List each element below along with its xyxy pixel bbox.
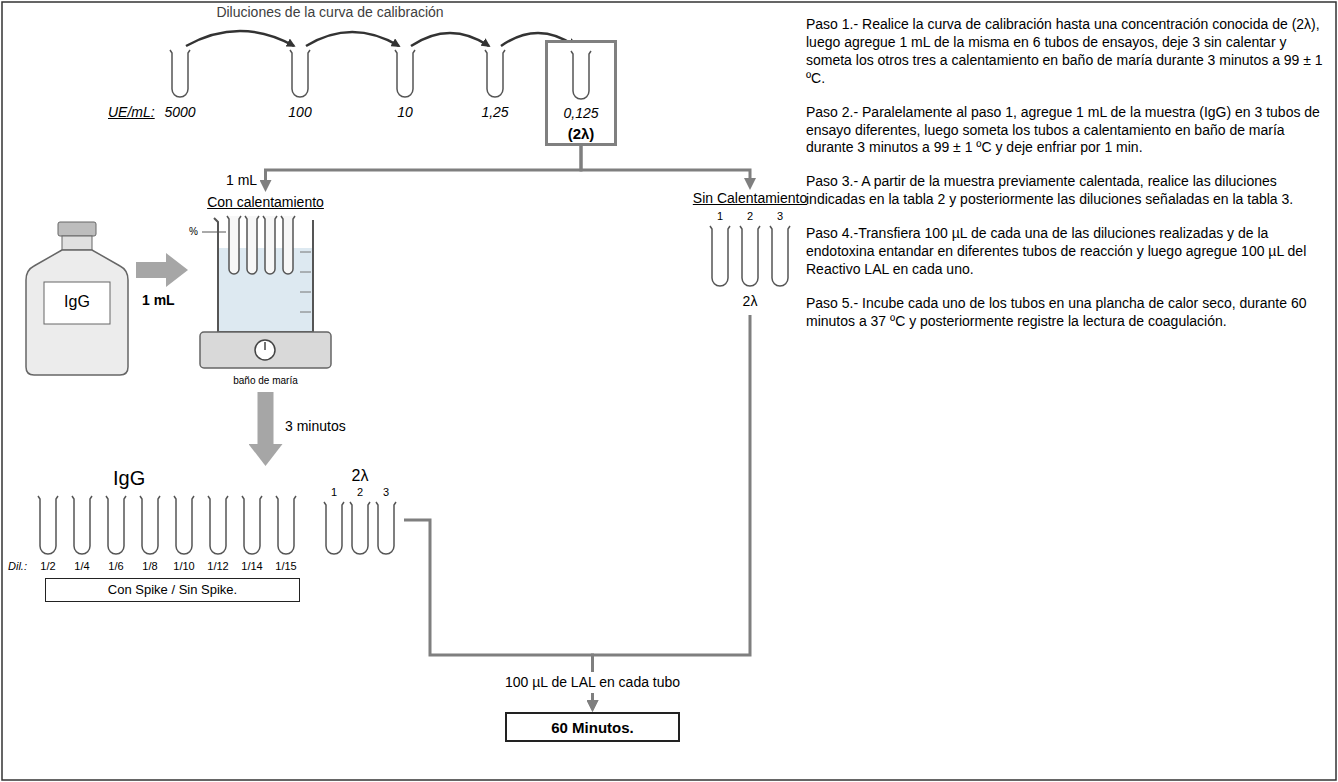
callout-label: %	[189, 226, 198, 238]
graduation-mark	[300, 292, 311, 293]
dial-pointer	[264, 342, 266, 350]
procedure-step: Paso 2.- Paralelamente al paso 1, agregu…	[806, 104, 1326, 158]
equipment-caption: baño de maría	[233, 375, 298, 387]
tube-number: 3	[777, 210, 783, 223]
test-tube	[140, 496, 160, 554]
axis-label: UE/mL:	[108, 104, 155, 121]
test-tube	[350, 502, 370, 554]
bottle-label-area	[44, 282, 110, 324]
sample-bottle: IgG	[18, 222, 136, 377]
dilution-value: 1/4	[74, 560, 89, 573]
sample-dilution-tubes: IgG	[18, 466, 308, 558]
edge-label: 1 mL	[142, 292, 175, 309]
test-tube	[208, 496, 228, 554]
dilution-value: 1/12	[207, 560, 228, 573]
test-tube	[276, 496, 296, 554]
dilution-value: 1/6	[108, 560, 123, 573]
concentration-value: 5000	[164, 104, 195, 121]
water-bath: Con calentamiento baño de maría	[188, 192, 343, 392]
concentration-value: 100	[288, 104, 311, 121]
dilution-arrow	[306, 32, 399, 46]
bottle-label: IgG	[64, 292, 90, 311]
node-shape	[18, 466, 308, 558]
block-arrow	[258, 392, 274, 444]
bottle-cap	[58, 222, 96, 236]
steps-column: Paso 1.- Realice la curva de calibración…	[806, 16, 1326, 347]
procedure-step: Paso 3.- A partir de la muestra previame…	[806, 173, 1326, 209]
test-tube	[227, 216, 241, 274]
test-tube	[170, 50, 190, 97]
heated-standard-tubes: 2λ	[316, 466, 404, 558]
concentration-value: 10	[397, 104, 413, 121]
dilution-arrow	[186, 31, 294, 46]
beaker	[214, 218, 313, 332]
test-tube	[72, 496, 92, 554]
box-text: 60 Minutos.	[551, 719, 634, 737]
dilution-value: 1/2	[40, 560, 55, 573]
tube-number: 1	[717, 210, 723, 223]
incubation-box: 60 Minutos.	[505, 712, 680, 742]
dilution-value: 1/14	[241, 560, 262, 573]
test-tube	[38, 496, 58, 554]
procedure-step: Paso 4.-Transfiera 100 µL de cada una de…	[806, 225, 1326, 279]
dilution-arrow	[411, 33, 489, 46]
test-tube	[174, 496, 194, 554]
test-tube	[376, 502, 396, 554]
test-tube	[324, 502, 344, 554]
leader-line	[202, 232, 226, 233]
section-heading: Sin Calentamiento	[693, 190, 807, 207]
test-tube	[395, 50, 415, 97]
tube-number: 2	[357, 486, 363, 499]
test-tube	[740, 226, 760, 286]
bottle-body	[26, 250, 128, 375]
test-tube	[290, 50, 310, 97]
dilution-value: 1/8	[142, 560, 157, 573]
standard-label: 2λ	[743, 293, 758, 310]
test-tube	[263, 216, 277, 274]
section-heading: Con calentamiento	[207, 194, 324, 211]
tube-number: 2	[747, 210, 753, 223]
dilution-value: 1/15	[275, 560, 296, 573]
hot-plate	[200, 332, 331, 368]
control-dial	[255, 340, 275, 360]
test-tube	[770, 226, 790, 286]
edge-label: 3 minutos	[285, 418, 346, 435]
unheated-tubes: Sin Calentamiento 2λ	[680, 190, 820, 315]
box-text: Con Spike / Sin Spike.	[108, 582, 237, 598]
block-arrow	[136, 262, 166, 278]
standard-box: 0,125 (2λ)	[545, 40, 617, 146]
flow-connector	[581, 146, 750, 178]
flow-connector	[266, 146, 582, 180]
concentration-value: 0,125	[563, 105, 598, 122]
test-tube	[710, 226, 730, 286]
test-tube	[245, 216, 259, 274]
procedure-step: Paso 5.- Incube cada uno de los tubos en…	[806, 295, 1326, 331]
tube-number: 1	[331, 486, 337, 499]
concentration-value: 1,25	[481, 104, 508, 121]
test-tube	[485, 50, 505, 97]
diagram-title: Diluciones de la curva de calibración	[216, 4, 443, 21]
group-heading: IgG	[113, 466, 145, 490]
flow-connector	[593, 315, 751, 700]
graduation-mark	[300, 252, 311, 253]
spike-box: Con Spike / Sin Spike.	[45, 578, 300, 602]
node-shape	[188, 192, 343, 392]
edge-label: 100 µL de LAL en cada tubo	[500, 672, 685, 693]
tube-number: 3	[383, 486, 389, 499]
test-tube	[242, 496, 262, 554]
graduation-mark	[300, 272, 311, 273]
edge-label: 1 mL	[226, 172, 257, 189]
group-heading: 2λ	[352, 466, 369, 485]
row-label: Dil.:	[8, 560, 27, 573]
standard-label: (2λ)	[568, 125, 595, 143]
test-tube	[571, 51, 591, 99]
graduation-mark	[300, 312, 311, 313]
bottle-neck	[62, 236, 92, 250]
test-tube	[106, 496, 126, 554]
test-tube	[281, 216, 295, 274]
procedure-step: Paso 1.- Realice la curva de calibración…	[806, 16, 1326, 88]
dilution-value: 1/10	[173, 560, 194, 573]
